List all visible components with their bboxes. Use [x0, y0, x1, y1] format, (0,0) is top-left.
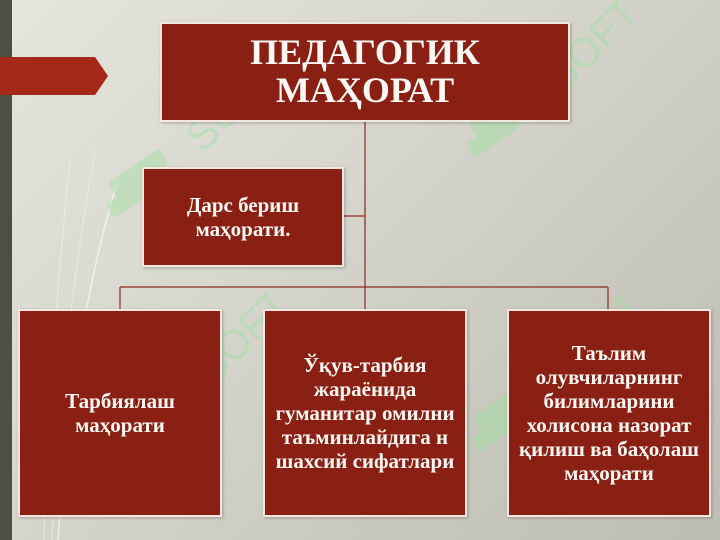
- side-node-label: Дарс бериш маҳорати.: [186, 192, 300, 241]
- bottom-node-left: Тарбиялаш маҳорати: [18, 309, 222, 517]
- arrow-tab-icon: [0, 57, 108, 95]
- slide-left-bar: [0, 0, 12, 540]
- bottom-node-middle-label: Ўқув-тарбия жараёнида гуманитар омилни т…: [275, 352, 455, 474]
- bottom-node-middle: Ўқув-тарбия жараёнида гуманитар омилни т…: [263, 309, 467, 517]
- root-node: ПЕДАГОГИК МАҲОРАТ: [160, 22, 570, 122]
- side-node: Дарс бериш маҳорати.: [142, 167, 344, 267]
- root-node-label: ПЕДАГОГИК МАҲОРАТ: [250, 32, 480, 110]
- bottom-node-right-label: Таълим олувчиларнинг билимларини холисон…: [519, 340, 699, 486]
- bottom-node-right: Таълим олувчиларнинг билимларини холисон…: [507, 309, 711, 517]
- bottom-node-left-label: Тарбиялаш маҳорати: [65, 388, 175, 437]
